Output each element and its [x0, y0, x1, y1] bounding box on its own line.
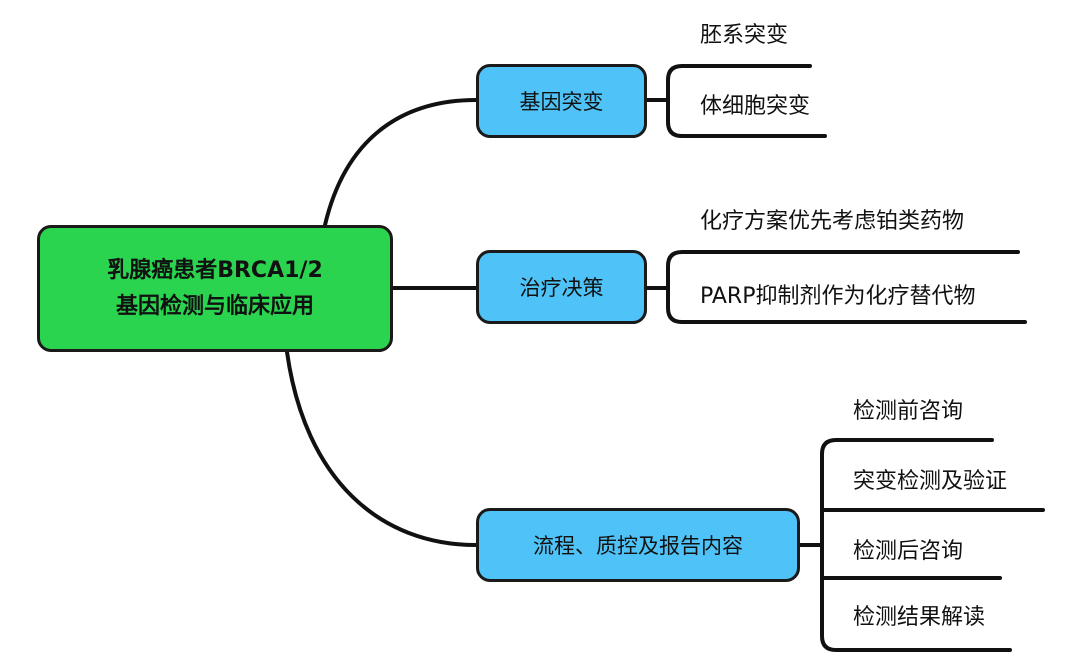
- root-title-line-2: 基因检测与临床应用: [115, 293, 314, 319]
- leaf-platinum-chemotherapy[interactable]: 化疗方案优先考虑铂类药物: [700, 209, 965, 234]
- connector-bracket-gene-mutation: [666, 64, 827, 138]
- root-topic-node[interactable]: 乳腺癌患者BRCA1/2 基因检测与临床应用: [37, 225, 393, 352]
- leaf-parp-inhibitor[interactable]: PARP抑制剂作为化疗替代物: [700, 284, 976, 309]
- branch-label: 基因突变: [519, 90, 604, 114]
- connector-root-to-process: [285, 350, 478, 547]
- leaf-germline-mutation[interactable]: 胚系突变: [700, 23, 789, 48]
- leaf-pre-test-counseling[interactable]: 检测前咨询: [853, 399, 964, 424]
- branch-label: 流程、质控及报告内容: [533, 534, 743, 558]
- leaf-mutation-detection[interactable]: 突变检测及验证: [853, 469, 1008, 494]
- connector-bracket-treatment: [666, 250, 1027, 324]
- leaf-result-interpretation[interactable]: 检测结果解读: [853, 605, 986, 630]
- leaf-post-test-counseling[interactable]: 检测后咨询: [853, 539, 964, 564]
- leaf-somatic-mutation[interactable]: 体细胞突变: [700, 94, 811, 119]
- branch-label: 治疗决策: [519, 276, 604, 300]
- branch-node-gene-mutation[interactable]: 基因突变: [476, 64, 647, 138]
- branch-node-treatment-decision[interactable]: 治疗决策: [476, 250, 647, 324]
- root-title-line-1: 乳腺癌患者BRCA1/2: [107, 257, 323, 283]
- branch-node-process-qc-report[interactable]: 流程、质控及报告内容: [476, 508, 800, 582]
- connector-bracket-process: [820, 438, 1012, 652]
- connector-root-to-gene-mutation: [323, 98, 478, 227]
